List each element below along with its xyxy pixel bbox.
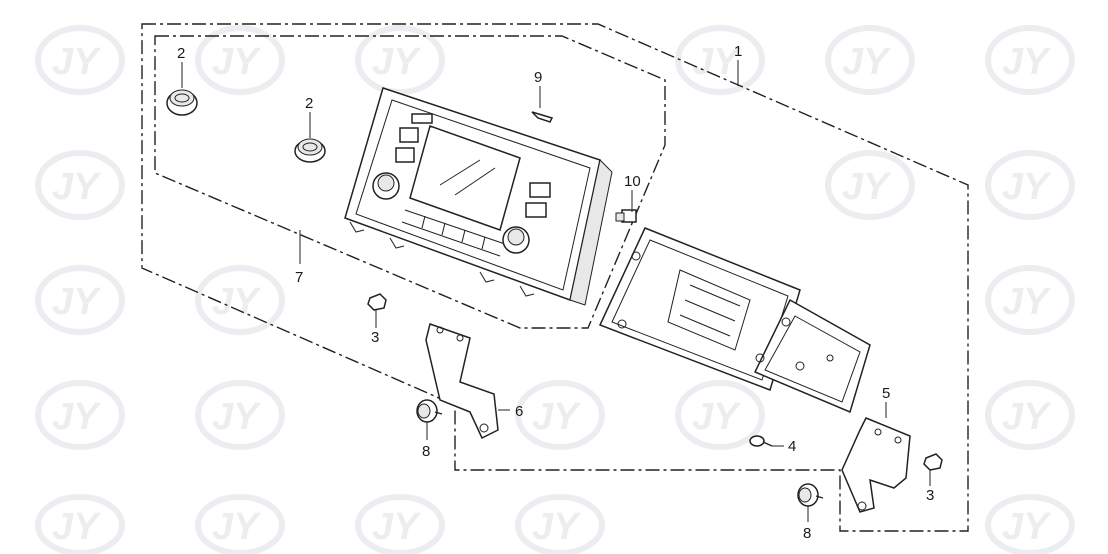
mounting-bracket-right: [841, 417, 911, 513]
watermark-mark: JY: [985, 265, 1075, 335]
watermark-mark: JY: [825, 150, 915, 220]
callout-10: 10: [624, 173, 641, 190]
grommet-part-left: [416, 399, 443, 423]
watermark-text: JY: [212, 506, 262, 548]
watermark-mark: JY: [515, 494, 605, 554]
watermark-text: JY: [1002, 396, 1052, 438]
watermark-text: JY: [52, 166, 102, 208]
watermark-mark: JY: [985, 494, 1075, 554]
front-panel-boundary-outline: [154, 35, 666, 329]
panel-button: [529, 182, 551, 198]
watermark-text: JY: [532, 396, 582, 438]
watermark-mark: JY: [825, 25, 915, 95]
watermark-text: JY: [212, 41, 262, 83]
callout-4: 4: [788, 438, 796, 455]
callout-7: 7: [295, 269, 303, 286]
knob-part-upper-left: [166, 89, 198, 116]
watermark-mark: JY: [35, 150, 125, 220]
watermark-text: JY: [842, 166, 892, 208]
watermark-mark: JY: [355, 494, 445, 554]
watermark-text: JY: [692, 396, 742, 438]
callout-5: 5: [882, 385, 890, 402]
clip-part: [531, 111, 554, 123]
callout-2-upper: 2: [177, 45, 185, 62]
callout-3-right: 3: [926, 487, 934, 504]
watermark-text: JY: [1002, 281, 1052, 323]
callout-2-center: 2: [305, 95, 313, 112]
watermark-text: JY: [1002, 166, 1052, 208]
callout-9: 9: [534, 69, 542, 86]
nut-part-right: [923, 453, 943, 471]
watermark-text: JY: [1002, 41, 1052, 83]
mounting-bracket-left: [425, 323, 499, 440]
panel-button: [399, 127, 419, 143]
watermark-mark: JY: [985, 380, 1075, 450]
watermark-mark: JY: [195, 380, 285, 450]
panel-button: [395, 147, 415, 163]
panel-button: [411, 113, 433, 124]
head-unit-front-panel: [344, 87, 613, 306]
watermark-mark: JY: [195, 25, 285, 95]
watermark-mark: JY: [985, 25, 1075, 95]
watermark-mark: JY: [35, 25, 125, 95]
watermark-mark: JY: [35, 380, 125, 450]
panel-button: [525, 202, 547, 218]
radio-chassis-unit: [598, 227, 871, 414]
watermark-text: JY: [52, 396, 102, 438]
watermark-mark: JY: [675, 380, 765, 450]
nut-part-left: [367, 293, 387, 311]
grommet-part-right: [797, 483, 824, 507]
watermark-mark: JY: [515, 380, 605, 450]
connector-part: [615, 209, 637, 223]
watermark-mark: JY: [985, 150, 1075, 220]
watermark-text: JY: [372, 41, 422, 83]
callout-8-right: 8: [803, 525, 811, 542]
watermark-mark: JY: [195, 494, 285, 554]
screw-part: [749, 435, 773, 447]
watermark-text: JY: [212, 396, 262, 438]
watermark-mark: JY: [355, 25, 445, 95]
watermark-text: JY: [52, 281, 102, 323]
watermark-text: JY: [52, 41, 102, 83]
knob-part-center: [294, 138, 326, 163]
watermark-text: JY: [52, 506, 102, 548]
callout-6: 6: [515, 403, 523, 420]
watermark-text: JY: [1002, 506, 1052, 548]
watermark-layer: JY JY JY JY JY JY JY JY: [35, 25, 1075, 554]
watermark-mark: JY: [35, 494, 125, 554]
assembly-boundary-outline: [141, 23, 969, 532]
watermark-mark: JY: [35, 265, 125, 335]
callout-1: 1: [734, 43, 742, 60]
watermark-text: JY: [532, 506, 582, 548]
display-screen: [409, 125, 521, 231]
watermark-text: JY: [372, 506, 422, 548]
watermark-mark: JY: [195, 265, 285, 335]
callout-3-left: 3: [371, 329, 379, 346]
callout-8-left: 8: [422, 443, 430, 460]
watermark-text: JY: [842, 41, 892, 83]
watermark-mark: JY: [675, 25, 765, 95]
leader-lines: [181, 60, 931, 522]
